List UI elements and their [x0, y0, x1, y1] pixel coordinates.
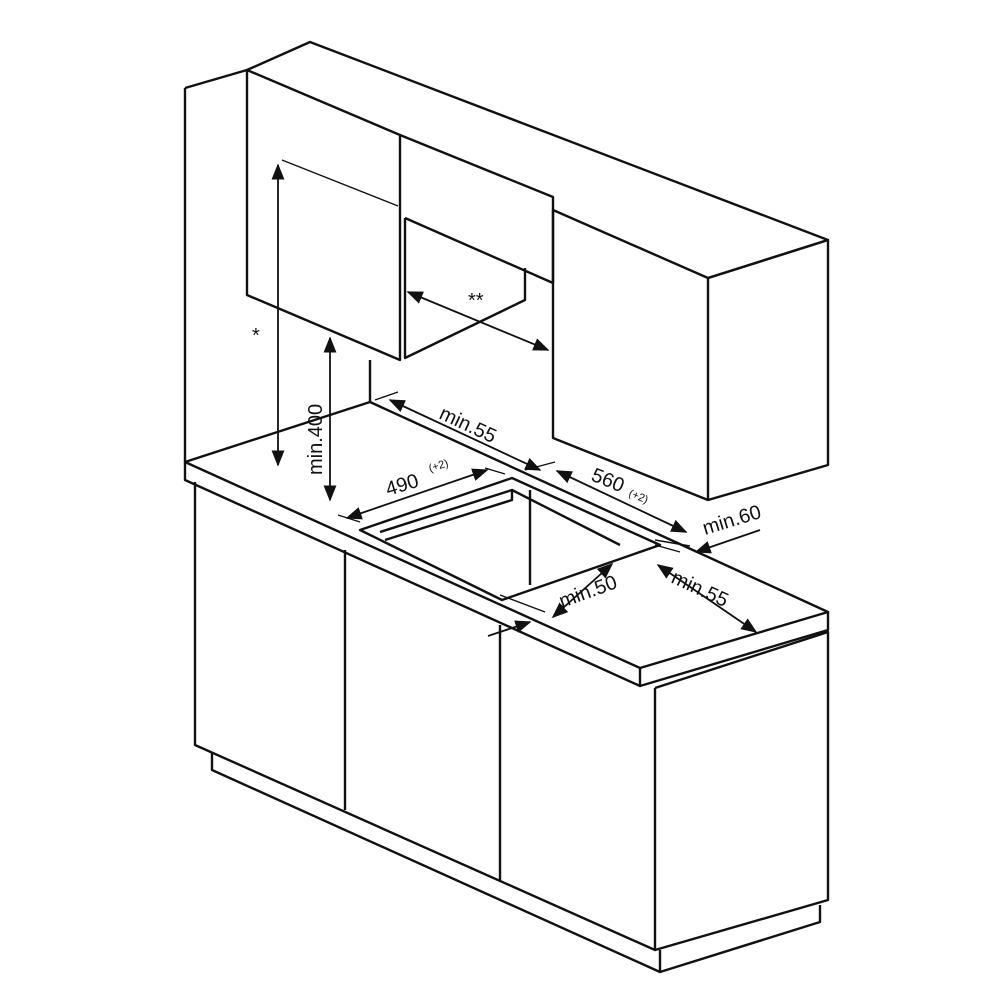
label-490-tolerance: (+2)	[427, 458, 450, 475]
label-490: 490	[383, 470, 421, 501]
dim-tick	[487, 620, 532, 637]
label-double-star: **	[468, 290, 484, 312]
back-wall	[183, 68, 372, 462]
label-star: *	[252, 325, 260, 347]
dimension-lines	[271, 163, 761, 637]
label-560-tolerance: (+2)	[627, 488, 650, 507]
dim-min60	[694, 529, 761, 554]
dim-min50	[551, 562, 614, 619]
dim-double-star	[406, 291, 550, 351]
dim-min55-back	[388, 399, 542, 471]
label-min60: min.60	[700, 501, 764, 540]
base-cabinets	[193, 482, 830, 974]
upper-cabinets	[245, 40, 830, 502]
dim-490	[345, 468, 489, 520]
label-min55-back: min.55	[436, 403, 500, 448]
label-min400: min.400	[305, 404, 327, 475]
label-min55-side: min.55	[668, 567, 732, 612]
countertop	[183, 400, 830, 688]
dim-560	[555, 470, 688, 533]
dim-min55-side	[656, 564, 758, 633]
label-560: 560	[588, 464, 627, 497]
